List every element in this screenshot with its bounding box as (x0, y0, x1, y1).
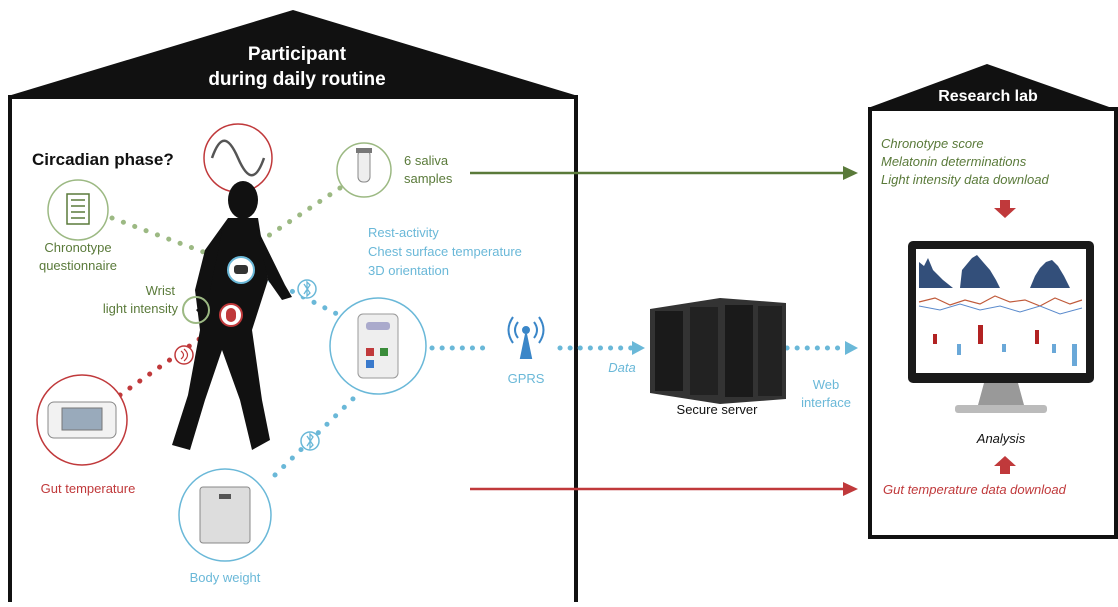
scale-icon (178, 468, 272, 562)
lab-item-1: Chronotype score (881, 136, 984, 151)
sine-wave-icon (203, 123, 273, 193)
gut-to-lab-arrow (470, 482, 858, 496)
data-arrowhead (632, 341, 645, 355)
logger-device-icon (329, 297, 427, 395)
chest-label-3: 3D orientation (368, 263, 449, 278)
lab-gut-download: Gut temperature data download (883, 482, 1067, 497)
gut-label: Gut temperature (41, 481, 136, 496)
receiver-icon (36, 374, 128, 466)
circadian-question: Circadian phase? (32, 150, 174, 169)
lab-item-3: Light intensity data download (881, 172, 1049, 187)
gprs-label: GPRS (508, 371, 545, 386)
lab-title: Research lab (938, 88, 1038, 105)
dotted-connectors (109, 185, 848, 478)
questionnaire-icon (47, 179, 109, 241)
weight-label: Body weight (190, 570, 261, 585)
gut-pill-icon (219, 303, 243, 327)
lab-item-2: Melatonin determinations (881, 154, 1027, 169)
participant-title-line1: Participant (248, 44, 347, 65)
wrist-label-2: light intensity (103, 301, 179, 316)
server-icon (650, 298, 786, 404)
web-label-2: interface (801, 395, 851, 410)
wrist-sensor-icon (182, 296, 210, 324)
chest-label-1: Rest-activity (368, 225, 439, 240)
analysis-label: Analysis (976, 431, 1026, 446)
monitor-icon (908, 241, 1094, 413)
research-lab-house: Research lab (868, 64, 1118, 539)
web-label-1: Web (813, 377, 840, 392)
data-label: Data (608, 360, 635, 375)
saliva-tube-icon (336, 142, 392, 198)
wireless-icon (174, 345, 194, 365)
saliva-label-1: 6 saliva (404, 153, 449, 168)
saliva-label-2: samples (404, 171, 453, 186)
participant-house: Participant during daily routine (8, 10, 578, 607)
saliva-to-lab-arrow (470, 166, 858, 180)
chronotype-label-1: Chronotype (44, 240, 111, 255)
up-arrow-icon (994, 456, 1016, 474)
web-arrowhead (845, 341, 858, 355)
server-label: Secure server (677, 402, 759, 417)
bluetooth-icon (300, 431, 320, 451)
participant-title-line2: during daily routine (208, 69, 385, 90)
wrist-label-1: Wrist (146, 283, 176, 298)
bluetooth-icon (297, 279, 317, 299)
down-arrow-icon (994, 200, 1016, 218)
chest-label-2: Chest surface temperature (368, 244, 522, 259)
chronotype-label-2: questionnaire (39, 258, 117, 273)
chest-sensor-icon (227, 256, 255, 284)
gprs-antenna-icon (507, 316, 545, 359)
